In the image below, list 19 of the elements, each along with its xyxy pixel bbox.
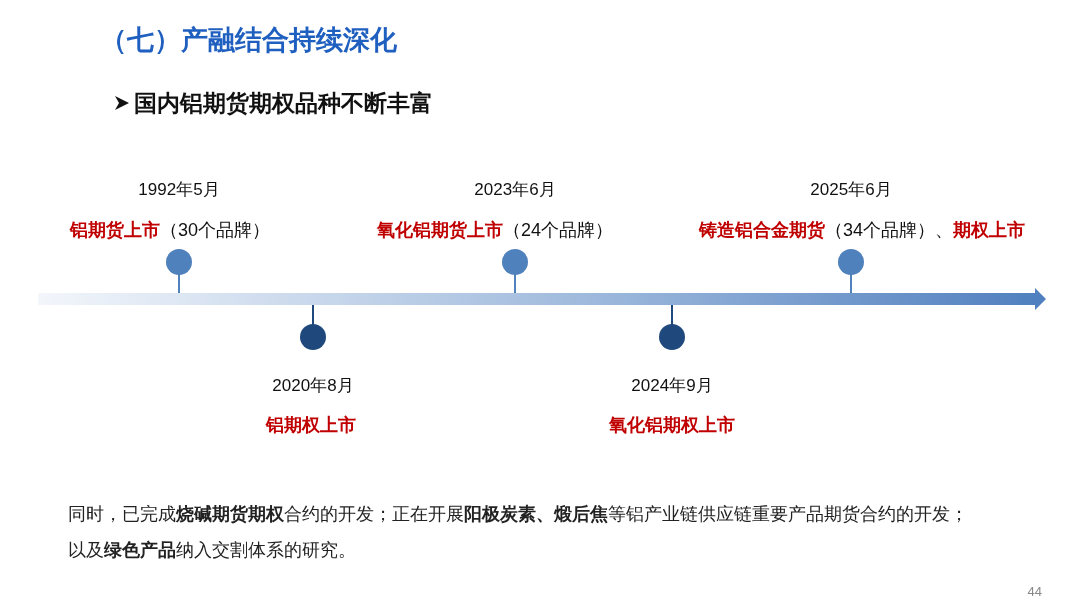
event-label: 氧化铝期货上市（24个品牌）: [377, 219, 613, 242]
date-label: 2023年6月: [474, 179, 556, 201]
milestone-dot: [166, 249, 192, 275]
date-label: 2024年9月: [631, 375, 713, 397]
event-label: 铸造铝合金期货（34个品牌）、期权上市: [699, 219, 1025, 242]
milestone-dot: [502, 249, 528, 275]
event-label: 铝期权上市: [266, 414, 356, 437]
event-label: 氧化铝期权上市: [609, 414, 735, 437]
milestone-dot: [659, 324, 685, 350]
milestone-dot: [300, 324, 326, 350]
event-label: 铝期货上市（30个品牌）: [70, 219, 270, 242]
note-paragraph: 同时，已完成烧碱期货期权合约的开发；正在开展阳极炭素、煅后焦等铝产业链供应链重要产品期货合约的开发；以及绿色产品纳入交割体系的研究。: [68, 503, 969, 562]
date-label: 2020年8月: [272, 375, 354, 397]
subtitle-text: 国内铝期货期权品种不断丰富: [134, 89, 433, 118]
slide-title: （七）产融结合持续深化: [100, 24, 397, 57]
date-label: 1992年5月: [138, 179, 220, 201]
date-label: 2025年6月: [810, 179, 892, 201]
page-number: 44: [1027, 584, 1042, 599]
milestone-dot: [838, 249, 864, 275]
